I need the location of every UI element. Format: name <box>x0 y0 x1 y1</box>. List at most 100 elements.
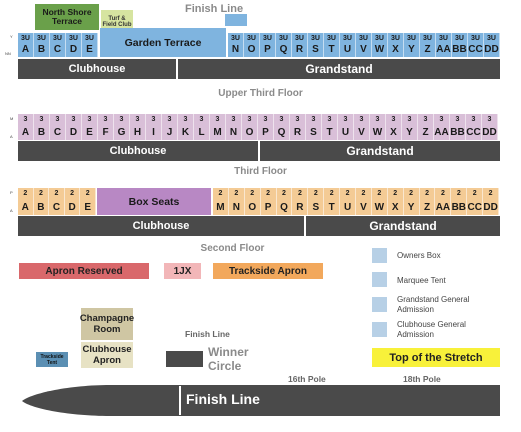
row-marker-third-a: A <box>10 208 13 213</box>
section-letter: S <box>310 127 317 138</box>
section-level: 3 <box>263 116 268 123</box>
north-shore-terrace-label: North Shore Terrace <box>42 7 92 26</box>
north-shore-terrace[interactable]: North Shore Terrace <box>35 4 99 30</box>
section-1jx[interactable]: 1JX <box>164 263 201 279</box>
section-level: 2 <box>329 190 334 197</box>
section-letter: Y <box>408 44 415 55</box>
section-level: 2 <box>377 190 382 197</box>
garden-terrace[interactable]: Garden Terrace <box>100 28 226 57</box>
clubhouse-apron[interactable]: Clubhouse Apron <box>81 342 133 368</box>
top-of-the-stretch[interactable]: Top of the Stretch <box>372 348 500 367</box>
section-letter: T <box>328 202 335 213</box>
section-letter: L <box>198 127 205 138</box>
section-level: 2 <box>313 190 318 197</box>
trackside-tent[interactable]: Trackside Tent <box>36 352 68 367</box>
trackside-apron[interactable]: Trackside Apron <box>213 263 323 279</box>
section-letter: Q <box>280 202 288 213</box>
winner-circle-marker[interactable] <box>166 351 203 367</box>
race-track-shape <box>22 385 500 416</box>
champagne-room[interactable]: Champagne Room <box>80 308 134 340</box>
apron-reserved[interactable]: Apron Reserved <box>19 263 149 279</box>
section-letter: U <box>343 44 352 55</box>
section-level: 3 <box>87 116 92 123</box>
box-seats[interactable]: Box Seats <box>97 188 211 215</box>
